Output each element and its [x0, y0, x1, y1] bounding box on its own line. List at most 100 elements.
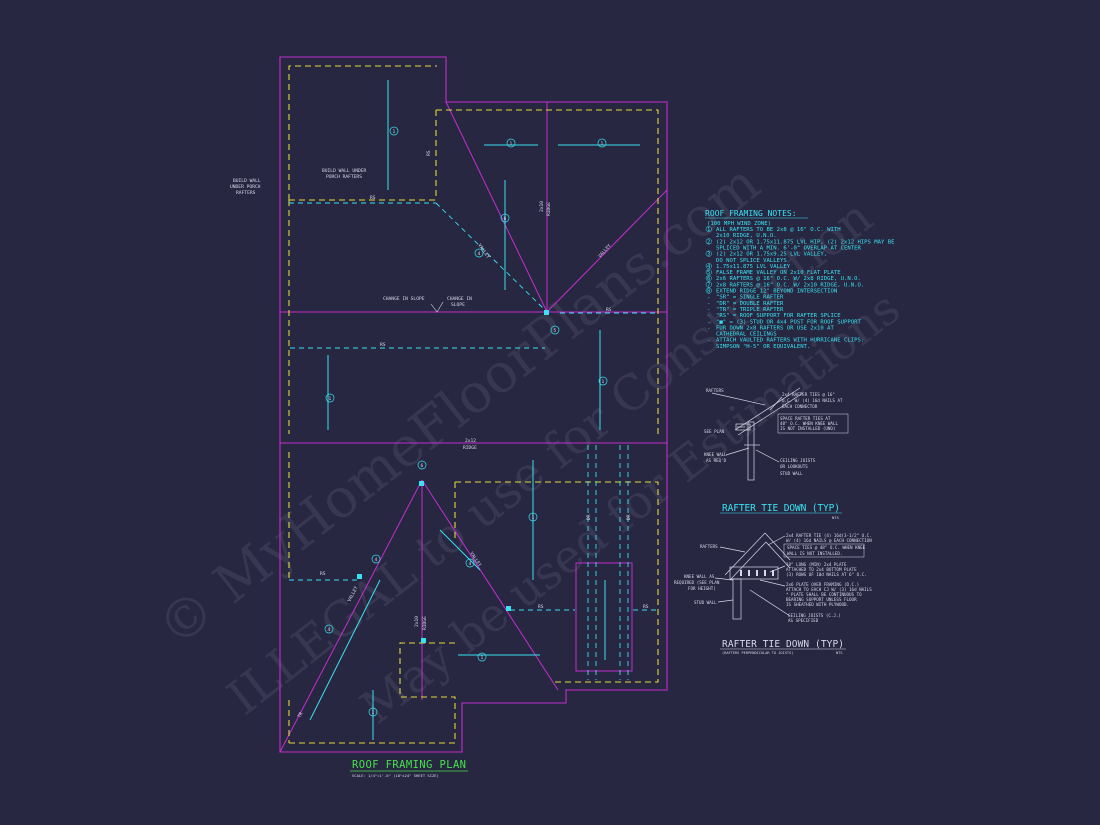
note-text: DO NOT SPLICE VALLEYS — [716, 258, 787, 264]
detail2-leader — [767, 535, 786, 546]
detail2-graphics — [714, 532, 791, 620]
tag-circle — [474, 248, 484, 258]
detail1-plate — [735, 423, 751, 431]
detail2-subtitle-nts: NTS — [836, 651, 843, 655]
detail1-subtitle: NTS — [832, 515, 840, 520]
note-text: 1.75x11.875 LVL VALLEY — [716, 264, 791, 270]
note-tag: 7 — [707, 282, 710, 288]
rafter-supports — [289, 202, 658, 680]
detail2-rafter — [729, 541, 767, 581]
rs-label: RS — [320, 571, 326, 577]
detail1-graphics — [711, 387, 804, 481]
note-text: 2x10 RIDGE, U.N.O. — [716, 233, 777, 239]
note-tag-circle — [705, 269, 712, 276]
rs-label: RS — [538, 604, 544, 610]
detail1-rafter — [734, 387, 801, 431]
roof-framing-notes: ROOF FRAMING NOTES: (100 MPH WIND ZONE) … — [705, 209, 895, 350]
tag-number-1: 1 — [602, 379, 605, 385]
tag-circle — [550, 325, 560, 335]
note-text: EXTEND RIDGE 12" BEYOND INTERSECTION — [716, 289, 837, 295]
rs-label-vertical: RS — [426, 150, 432, 156]
tag-circle — [500, 213, 510, 223]
rs-label: RS — [643, 604, 649, 610]
posts — [357, 310, 549, 643]
tag-circle — [324, 624, 334, 634]
tag-circle — [506, 138, 516, 148]
note-text: FALSE FRAME VALLEY ON 2x10 FLAT PLATE — [716, 270, 841, 276]
tag-number-4: 4 — [469, 561, 472, 567]
build-wall-left-3: RAFTERS — [236, 190, 256, 196]
rafter-arrow — [309, 579, 381, 721]
detail2-ceiling-1: CEILING JOISTS (C.J.) — [788, 613, 841, 618]
ridge-2x12-label-b: RIDGE — [463, 445, 477, 451]
wall-lower-right — [455, 481, 659, 683]
tag-number-1: 1 — [329, 396, 332, 402]
note-text: "TR" = TRIPLE RAFTER — [716, 307, 784, 313]
detail2-long-2: ATTACHED TO 2x4 BOTTOM PLATE — [786, 567, 857, 572]
detail1-stud-wall — [747, 421, 755, 481]
tag-circle — [368, 707, 378, 717]
ridge-2x10-label-b: RIDGE — [546, 202, 552, 216]
walls — [288, 65, 659, 744]
post-marker — [544, 310, 549, 315]
detail1-title: RAFTER TIE DOWN (TYP) — [722, 503, 840, 514]
detail2-over-2: ATTACH TO EACH CJ W/ (3) 16d NAILS — [786, 587, 872, 592]
note-text: 2x6 RAFTERS @ 16" O.C. W/ 2x8 RIDGE, U.N… — [716, 276, 861, 282]
detail1-space-1: SPACE RAFTER TIES AT — [780, 416, 831, 421]
detail1-space-box — [777, 413, 849, 434]
tag-number-4: 4 — [328, 627, 331, 633]
tag-circle — [598, 376, 608, 386]
note-tag: - — [707, 301, 710, 307]
tag-number-4: 4 — [478, 251, 481, 257]
tag-number-1: 1 — [372, 710, 375, 716]
note-tag: - — [707, 325, 710, 331]
tag-circle — [465, 558, 475, 568]
detail2-rafter — [764, 532, 791, 561]
detail2-knee-2: REQUIRED (SEE PLAN — [674, 580, 720, 585]
detail2-space-box — [783, 543, 865, 558]
note-tag-circle — [705, 226, 712, 233]
detail1-knee-wall-2: AS REQ'D — [706, 458, 727, 463]
roof-box — [575, 562, 633, 672]
detail2-long-3: (3) ROWS OF 10d NAILS AT 6" O.C. — [786, 572, 867, 577]
detail1-ties-2: O.C. W/ (4) 16d NAILS AT — [782, 398, 843, 403]
tag-circle — [477, 652, 487, 662]
note-tag: - — [707, 319, 710, 325]
note-text: ALL RAFTERS TO BE 2x8 @ 16" O.C. WITH — [716, 227, 841, 233]
note-text: SIMPSON "H-5" OR EQUIVALENT. — [716, 344, 810, 350]
change-in-slope-symbol — [430, 301, 444, 313]
tag-circles — [324, 126, 608, 717]
note-tag: - — [707, 295, 710, 301]
tag-number-6: 6 — [504, 216, 507, 222]
tag-circle — [597, 138, 607, 148]
note-tag: 4 — [707, 264, 711, 270]
detail2-leader — [749, 589, 791, 617]
tag-number-1: 1 — [510, 141, 513, 147]
note-tag: 6 — [707, 276, 710, 282]
build-wall-right-1: BUILD WALL UNDER — [322, 168, 366, 174]
note-tag: 3 — [707, 252, 710, 258]
detail2-leader — [719, 546, 746, 553]
tag-circle — [528, 512, 538, 522]
detail2-ceiling-2: AS SPECIFIED — [788, 618, 819, 623]
change-in-slope-label: CHANGE IN SLOPE — [383, 296, 425, 302]
detail1-ties-1: 2x4 RAFTER TIES @ 16" — [782, 392, 835, 397]
rafter-tie-detail-2: RAFTERS 2x4 RAFTER TIE (4) 16d(3-1/2" O.… — [674, 532, 872, 655]
detail1-leader — [755, 449, 780, 463]
rs-label: RS — [606, 307, 612, 313]
build-wall-right-2: PORCH RAFTERS — [326, 174, 362, 180]
detail2-title: RAFTER TIE DOWN (TYP) — [722, 639, 844, 650]
note-text: FUR DOWN 2x8 RAFTERS OR USE 2x10 AT — [716, 325, 835, 331]
tag-circle — [325, 393, 335, 403]
tag-number-1: 1 — [393, 129, 396, 135]
detail2-rafters: RAFTERS — [700, 544, 718, 549]
detail1-see-plan: SEE PLAN — [704, 429, 725, 434]
note-text: (2) 2x12 OR 1.75x9.25 LVL VALLEY, — [716, 252, 827, 258]
note-text: ATTACH VAULTED RAFTERS WITH HURRICANE CL… — [716, 338, 864, 344]
detail2-space-2: WALL IS NOT INSTALLED. — [787, 551, 842, 556]
detail2-leader — [714, 577, 734, 581]
note-tag-circle — [705, 262, 712, 270]
tag-number-1: 1 — [481, 655, 484, 661]
note-text: "DR" = DOUBLE RAFTER — [716, 301, 784, 307]
valley-upper-left — [445, 101, 548, 313]
